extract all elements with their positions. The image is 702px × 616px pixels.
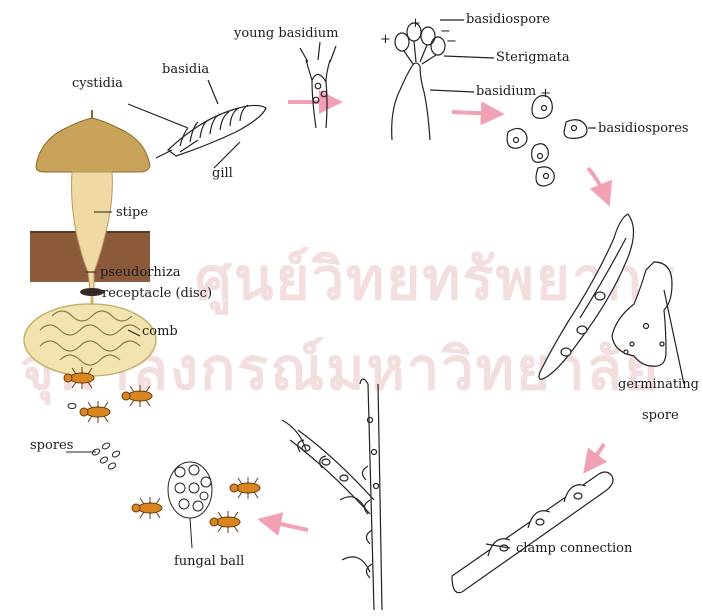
label-basidiospores: basidiospores (598, 121, 689, 136)
germinating-spore (539, 214, 684, 384)
label-fungal-ball: fungal ball (174, 554, 244, 569)
label-pseudorhiza: pseudorhiza (100, 265, 181, 280)
young-basidium (300, 42, 336, 128)
label-young-basidium: young basidium (234, 26, 338, 41)
arrow-spores-to-germination (588, 168, 608, 202)
label-cystidia: cystidia (72, 76, 123, 91)
label-germinating: germinating (618, 377, 699, 392)
label-basidiospore: basidiospore (466, 12, 550, 27)
label-gill: gill (212, 166, 233, 181)
label-basidia: basidia (162, 62, 209, 77)
clamp-connection-hypha (452, 472, 613, 593)
arrow-basidium-to-spores (452, 112, 500, 114)
label-sterigmata: Sterigmata (496, 50, 570, 65)
label-spore-plus: + (540, 86, 551, 101)
label-germinating-spore: spore (642, 408, 679, 423)
label-comb: comb (142, 324, 178, 339)
arrow-to-fungal-ball (262, 520, 308, 530)
termite (230, 477, 260, 499)
label-spores: spores (30, 438, 73, 453)
termite (80, 401, 110, 423)
label-clamp-connection: clamp connection (516, 541, 632, 556)
branched-hyphae (282, 379, 382, 610)
free-basidiospores (507, 96, 596, 186)
label-plus-2: + (410, 16, 421, 31)
fungal-ball (168, 462, 212, 548)
comb (24, 304, 156, 376)
arrow-germination-to-clamp (586, 444, 604, 470)
termite (122, 385, 152, 407)
label-plus-1: + (380, 32, 391, 47)
label-stipe: stipe (116, 205, 148, 220)
cycle-arrows (262, 102, 608, 530)
label-minus-2: − (446, 34, 457, 49)
label-receptacle: receptacle (disc) (102, 286, 212, 301)
gill-illustration (128, 80, 266, 168)
termite (210, 511, 240, 533)
termite (132, 497, 162, 519)
label-basidium: basidium (476, 84, 536, 99)
